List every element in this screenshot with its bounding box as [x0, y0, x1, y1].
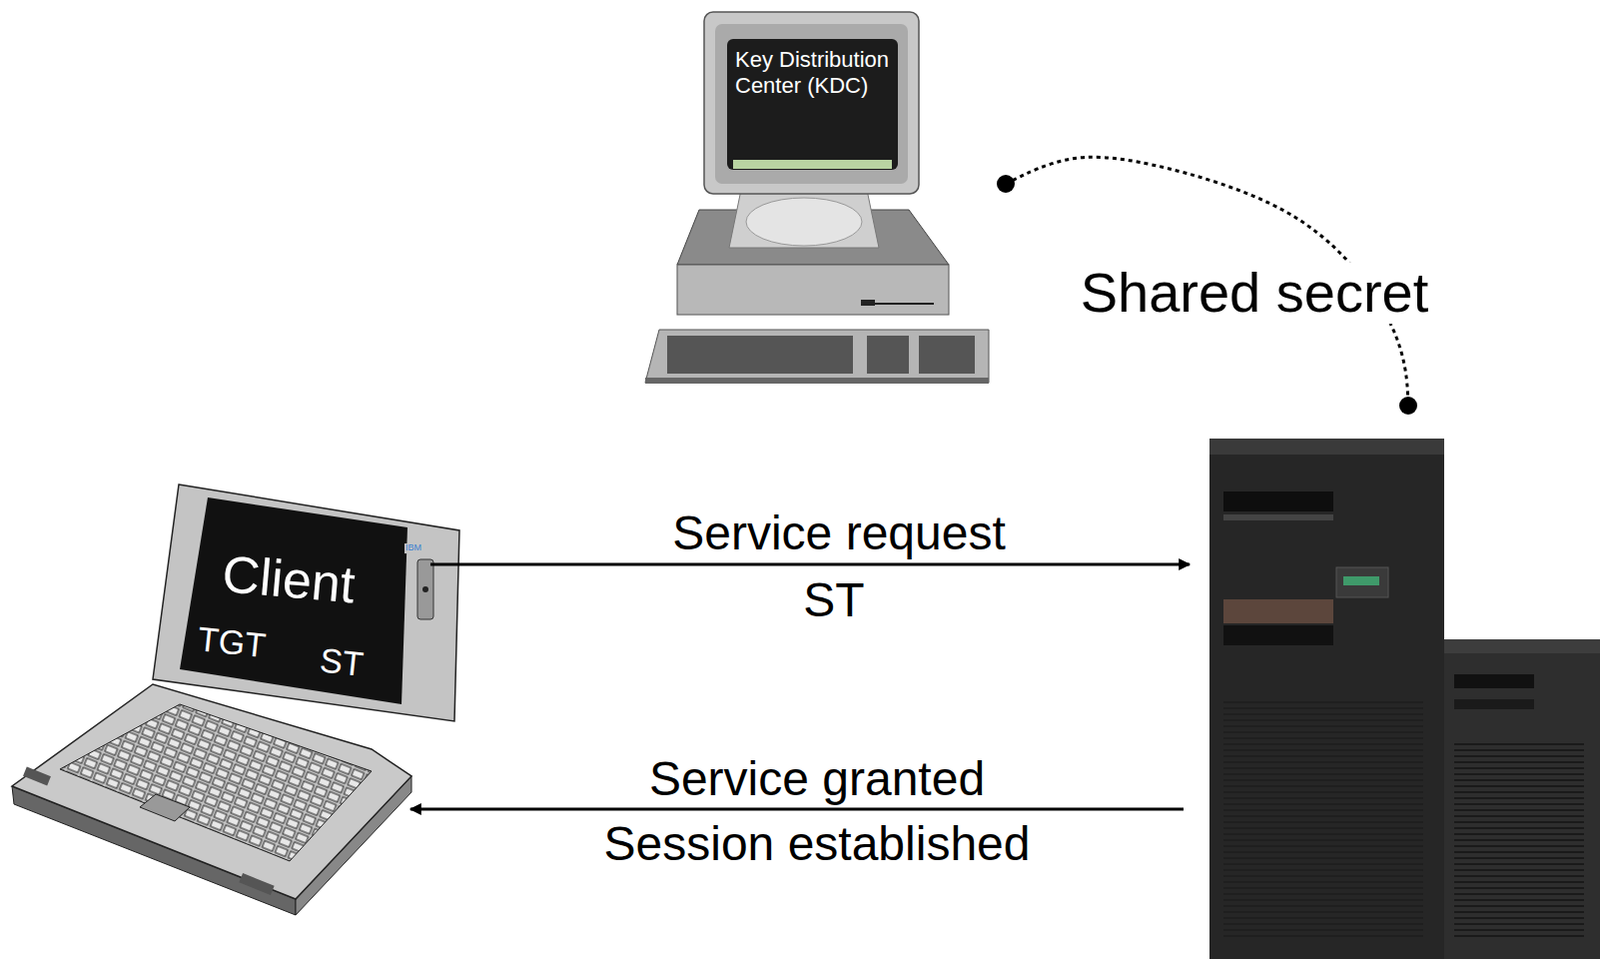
edge-label: Shared secret: [1077, 261, 1433, 324]
connector-line: [410, 807, 1184, 811]
server: [1209, 438, 1600, 959]
ticket-label: TGT: [195, 618, 268, 667]
brand-logo: IBM: [404, 543, 423, 554]
connector-line: [430, 563, 1190, 567]
connector-end-dot: [996, 174, 1015, 193]
server-box: [1209, 438, 1445, 959]
kdc-computer: [645, 11, 989, 384]
edge-label: Service request: [669, 507, 1009, 561]
ticket-label: ST: [800, 574, 867, 628]
node-title: Client: [219, 542, 358, 617]
message-arrow: [410, 808, 1184, 810]
edge-sublabel: Session established: [601, 817, 1034, 871]
edge-label: Service granted: [646, 753, 988, 806]
node-title: Key Distribution Center (KDC): [735, 46, 893, 100]
client-screen: ClientTGT ST: [181, 499, 405, 700]
ticket-label: ST: [317, 639, 365, 685]
connector-end-dot: [1399, 396, 1418, 415]
message-arrow: [430, 564, 1190, 566]
laptop: [11, 484, 460, 915]
kdc-screen: Key Distribution Center (KDC): [727, 38, 898, 160]
